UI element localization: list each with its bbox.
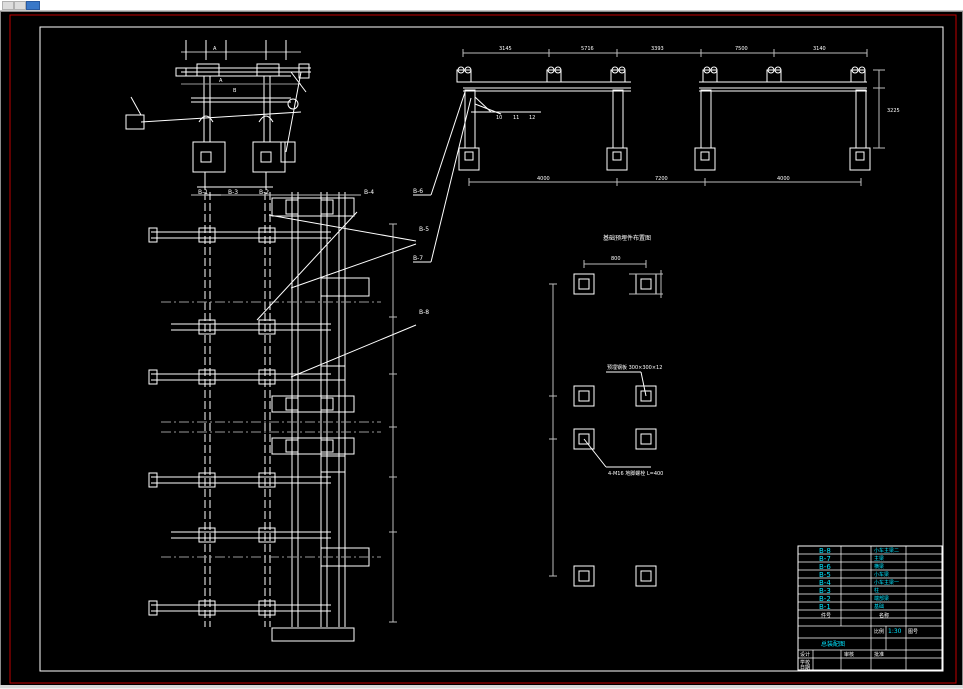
label-b8: B-8 <box>419 309 429 316</box>
part-name-3: 小车梁 <box>874 571 889 578</box>
dim-top-1: 3145 <box>499 46 512 52</box>
label-b5: B-5 <box>419 226 429 233</box>
scale-value: 1:30 <box>888 628 902 635</box>
dim-bottom-1: 4000 <box>537 176 550 182</box>
outer-border <box>9 14 957 684</box>
elevation-leader-labels: B-6 B-7 <box>413 188 423 262</box>
part-name-6: 端部梁 <box>874 595 889 602</box>
label-b1: B-1 <box>198 189 208 196</box>
dim-top-4: 7500 <box>735 46 748 52</box>
status-bar <box>0 685 963 688</box>
part-code-1: B-7 <box>819 555 831 563</box>
part-code-6: B-2 <box>819 595 831 603</box>
side-elevation <box>413 49 885 263</box>
detail-title: 基础预埋件布置图 <box>603 234 651 242</box>
part-code-2: B-6 <box>819 563 831 571</box>
dim-label: A <box>219 78 223 84</box>
active-tab-button[interactable] <box>26 1 40 10</box>
mark-10: 10 <box>496 115 502 121</box>
part-name-1: 主梁 <box>874 555 884 562</box>
row-school: 学校 <box>800 659 810 666</box>
label-b2: B-2 <box>259 189 269 196</box>
header-name: 名称 <box>879 612 889 619</box>
front-view <box>125 40 311 190</box>
sheet-label: 图号 <box>908 629 918 635</box>
part-name-5: 柱 <box>874 587 879 594</box>
label-b3: B-3 <box>228 189 238 196</box>
row-date: 日期 <box>800 665 810 671</box>
foundation-detail <box>549 260 663 587</box>
title-block-border <box>797 545 943 671</box>
dim-bottom-2: 7200 <box>655 176 668 182</box>
cad-drawing: A A B <box>9 14 957 684</box>
part-name-0: 小车主梁二 <box>874 547 899 554</box>
header-code: 件号 <box>821 612 831 619</box>
part-code-7: B-1 <box>819 603 831 611</box>
dim-top-2: 5716 <box>581 46 594 52</box>
dim-label: B <box>233 88 237 94</box>
note-bolts: 4-M16 地脚螺栓 L=400 <box>608 470 663 477</box>
inner-frame <box>39 26 944 672</box>
row-approve: 批准 <box>874 651 884 658</box>
part-name-2: 横梁 <box>874 563 884 570</box>
part-code-4: B-4 <box>819 579 831 587</box>
plan-view-labels: B-1 B-3 B-2 B-4 B-5 B-8 <box>198 189 429 316</box>
drawing-canvas[interactable]: A A B <box>0 11 963 686</box>
part-code-5: B-3 <box>819 587 831 595</box>
part-name-4: 小车主梁一 <box>874 579 899 586</box>
label-b7: B-7 <box>413 255 423 262</box>
scale-label: 比例 <box>874 628 884 635</box>
toolbar-button[interactable] <box>2 1 14 10</box>
row-design: 设计 <box>800 651 810 658</box>
side-elevation-dims: 3145 5716 3393 7500 3140 4000 7200 4000 … <box>496 46 900 182</box>
dim-label: A <box>213 46 217 52</box>
front-view-dims: A A B <box>213 46 237 94</box>
part-code-3: B-5 <box>819 571 831 579</box>
mark-11: 11 <box>513 115 519 121</box>
dim-height: 3225 <box>887 108 900 114</box>
mark-12: 12 <box>529 115 535 121</box>
dim-top-3: 3393 <box>651 46 664 52</box>
dim-top-5: 3140 <box>813 46 826 52</box>
toolbar-button[interactable] <box>14 1 26 10</box>
part-code-0: B-8 <box>819 547 831 555</box>
foundation-detail-labels: 800 预埋钢板 300×300×12 4-M16 地脚螺栓 L=400 <box>607 256 663 477</box>
label-b4: B-4 <box>364 189 374 196</box>
toolbar <box>0 0 963 11</box>
plan-view <box>148 192 417 642</box>
part-name-7: 基础 <box>874 603 884 610</box>
title-block: B-8 B-7 B-6 B-5 B-4 B-3 B-2 B-1 小车主梁二 主梁… <box>797 545 943 671</box>
label-b6: B-6 <box>413 188 423 195</box>
row-check: 审核 <box>844 651 854 658</box>
dim-width: 800 <box>611 256 621 262</box>
drawing-name: 总装配图 <box>821 640 845 648</box>
note-plate: 预埋钢板 300×300×12 <box>607 364 662 371</box>
dim-bottom-3: 4000 <box>777 176 790 182</box>
